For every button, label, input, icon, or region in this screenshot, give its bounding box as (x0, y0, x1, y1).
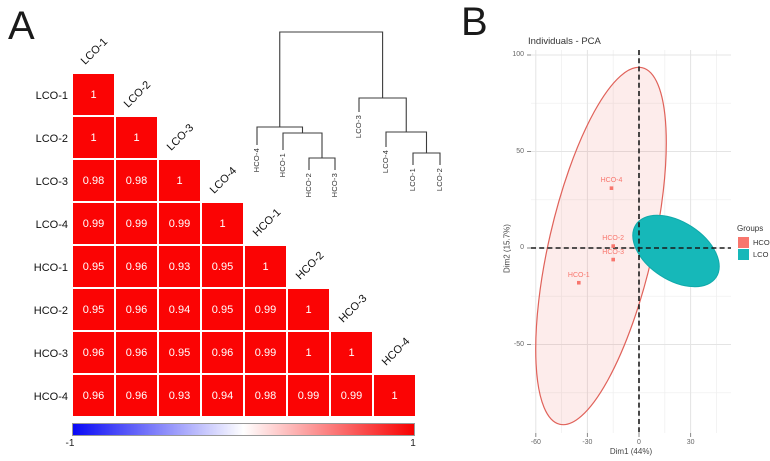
colorbar-min-label: -1 (65, 438, 75, 449)
corr-cell: 0.98 (116, 160, 157, 201)
matrix-row-label: HCO-1 (33, 261, 68, 274)
corr-cell: 0.95 (73, 246, 114, 287)
corr-cell: 0.99 (73, 203, 114, 244)
corr-cell: 0.93 (159, 246, 200, 287)
corr-cell: 0.96 (116, 332, 157, 373)
legend-label-lco: LCO (753, 250, 769, 259)
corr-cell: 1 (245, 246, 286, 287)
matrix-row-label: LCO-2 (35, 132, 68, 145)
panel-b-label: B (461, 0, 488, 44)
corr-cell: 1 (73, 117, 114, 158)
matrix-column-label: HCO-4 (379, 335, 413, 369)
corr-cell: 0.96 (116, 375, 157, 416)
matrix-column-label: LCO-3 (164, 121, 197, 154)
corr-cell: 1 (202, 203, 243, 244)
corr-cell: 0.95 (202, 289, 243, 330)
corr-cell: 0.93 (159, 375, 200, 416)
dendrogram-root-link (279, 31, 384, 127)
pca-points (577, 186, 615, 285)
pca-point (611, 244, 615, 248)
corr-cell: 1 (374, 375, 415, 416)
corr-cell: 1 (288, 332, 329, 373)
corr-cell: 0.98 (245, 375, 286, 416)
corr-cell: 1 (159, 160, 200, 201)
dendrogram-leaf-label: LCO-2 (435, 168, 444, 192)
panel-a-label: A (8, 4, 35, 48)
colorbar (72, 423, 415, 436)
corr-cell: 1 (116, 117, 157, 158)
dendrogram-link (412, 152, 441, 165)
matrix-column-label: LCO-2 (121, 78, 154, 111)
corr-cell: 1 (288, 289, 329, 330)
matrix-column-label: HCO-3 (336, 292, 370, 326)
dendrogram-link (358, 97, 407, 132)
pca-point (577, 280, 581, 285)
corr-cell: 0.95 (73, 289, 114, 330)
matrix-row-label: LCO-1 (35, 89, 68, 102)
dendrogram-link (256, 126, 304, 145)
corr-cell: 0.98 (73, 160, 114, 201)
corr-cell: 0.99 (245, 332, 286, 373)
corr-cell: 0.94 (159, 289, 200, 330)
pca-x-axis-label: Dim1 (44%) (609, 447, 653, 456)
corr-cell: 0.99 (331, 375, 372, 416)
matrix-row-label: LCO-4 (35, 218, 68, 231)
corr-cell: 0.96 (73, 375, 114, 416)
pca-title: Individuals - PCA (528, 36, 601, 47)
matrix-row-label: HCO-4 (33, 390, 68, 403)
dendrogram-leaf-label: LCO-1 (408, 168, 417, 192)
corr-cell: 0.99 (245, 289, 286, 330)
dendrogram-leaf-label: LCO-4 (381, 150, 390, 174)
dendrogram-leaf-label: HCO-1 (278, 153, 287, 178)
dendrogram-link (308, 157, 336, 170)
legend-title: Groups (737, 224, 764, 233)
matrix-row-label: HCO-2 (33, 304, 68, 317)
legend-swatch-lco (738, 249, 749, 260)
matrix-row-label: HCO-3 (33, 347, 68, 360)
dendrogram-link (282, 132, 323, 158)
corr-cell: 1 (73, 74, 114, 115)
legend-label-hco: HCO (753, 238, 770, 247)
dendrogram-leaf-label: HCO-3 (330, 173, 339, 198)
lco-confidence-ellipse (632, 214, 720, 288)
corr-cell: 0.96 (116, 246, 157, 287)
matrix-column-label: HCO-2 (293, 249, 327, 283)
corr-cell: 0.95 (202, 246, 243, 287)
matrix-row-label: LCO-3 (35, 175, 68, 188)
corr-cell: 0.99 (288, 375, 329, 416)
corr-cell: 0.96 (116, 289, 157, 330)
corr-cell: 0.94 (202, 375, 243, 416)
dendrogram-leaf-label: HCO-4 (252, 148, 261, 173)
corr-cell: 1 (331, 332, 372, 373)
pca-tick-marks (527, 54, 692, 437)
corr-cell: 0.95 (159, 332, 200, 373)
dendrogram-link (385, 131, 428, 153)
matrix-column-label: LCO-1 (78, 35, 111, 68)
pca-point (609, 186, 614, 190)
corr-cell: 0.99 (159, 203, 200, 244)
dendrogram (256, 31, 441, 170)
dendrogram-leaf-label: LCO-3 (354, 115, 363, 139)
corr-cell: 0.99 (116, 203, 157, 244)
corr-cell: 0.96 (202, 332, 243, 373)
legend-swatch-hco (738, 237, 749, 248)
pca-y-axis-label: Dim2 (15.7%) (502, 224, 512, 273)
matrix-column-label: HCO-1 (250, 206, 284, 240)
pca-point (611, 257, 615, 262)
colorbar-max-label: 1 (410, 438, 416, 449)
corr-cell: 0.96 (73, 332, 114, 373)
dashed-reference-lines (531, 50, 731, 433)
dendrogram-leaf-label: HCO-2 (304, 173, 313, 198)
